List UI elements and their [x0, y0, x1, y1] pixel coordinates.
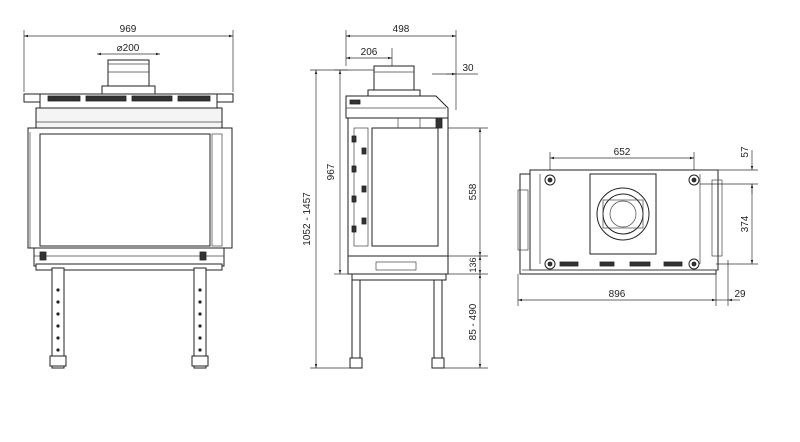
side-leg-back	[433, 279, 443, 369]
side-top-offset-label: 30	[462, 63, 474, 74]
side-door-height-label: 558	[468, 183, 479, 200]
front-leg-left	[51, 267, 65, 369]
flue-diameter-label: ⌀200	[117, 43, 140, 54]
side-leg-range-label: 85 - 490	[468, 303, 479, 340]
front-leg-right	[193, 267, 207, 369]
side-view: 498 206 30	[302, 24, 488, 369]
top-width-label: 896	[609, 289, 626, 300]
top-side-offset-label: 29	[734, 289, 746, 300]
side-depth-label: 498	[393, 24, 410, 35]
side-top-housing	[345, 95, 449, 119]
glass-door	[39, 133, 211, 247]
side-base-height-label: 136	[468, 257, 478, 272]
side-flue-offset-label: 206	[361, 47, 378, 58]
flue-collar	[107, 59, 150, 89]
top-view: 652 57 374	[517, 146, 758, 306]
top-depth-label: 374	[740, 215, 751, 232]
side-total-height-label: 1052 - 1457	[302, 192, 313, 246]
side-flue	[373, 65, 415, 91]
front-width-label: 969	[120, 24, 137, 35]
side-base	[347, 255, 449, 275]
front-base	[33, 247, 225, 267]
side-body-height-label: 967	[326, 163, 337, 180]
front-view: 969 ⌀200	[23, 24, 234, 369]
top-spacing-label: 652	[614, 147, 631, 158]
top-back-offset-label: 57	[740, 146, 751, 158]
top-flue-outer	[596, 187, 650, 241]
top-center-panel	[589, 173, 657, 255]
side-leg-front	[351, 279, 361, 369]
